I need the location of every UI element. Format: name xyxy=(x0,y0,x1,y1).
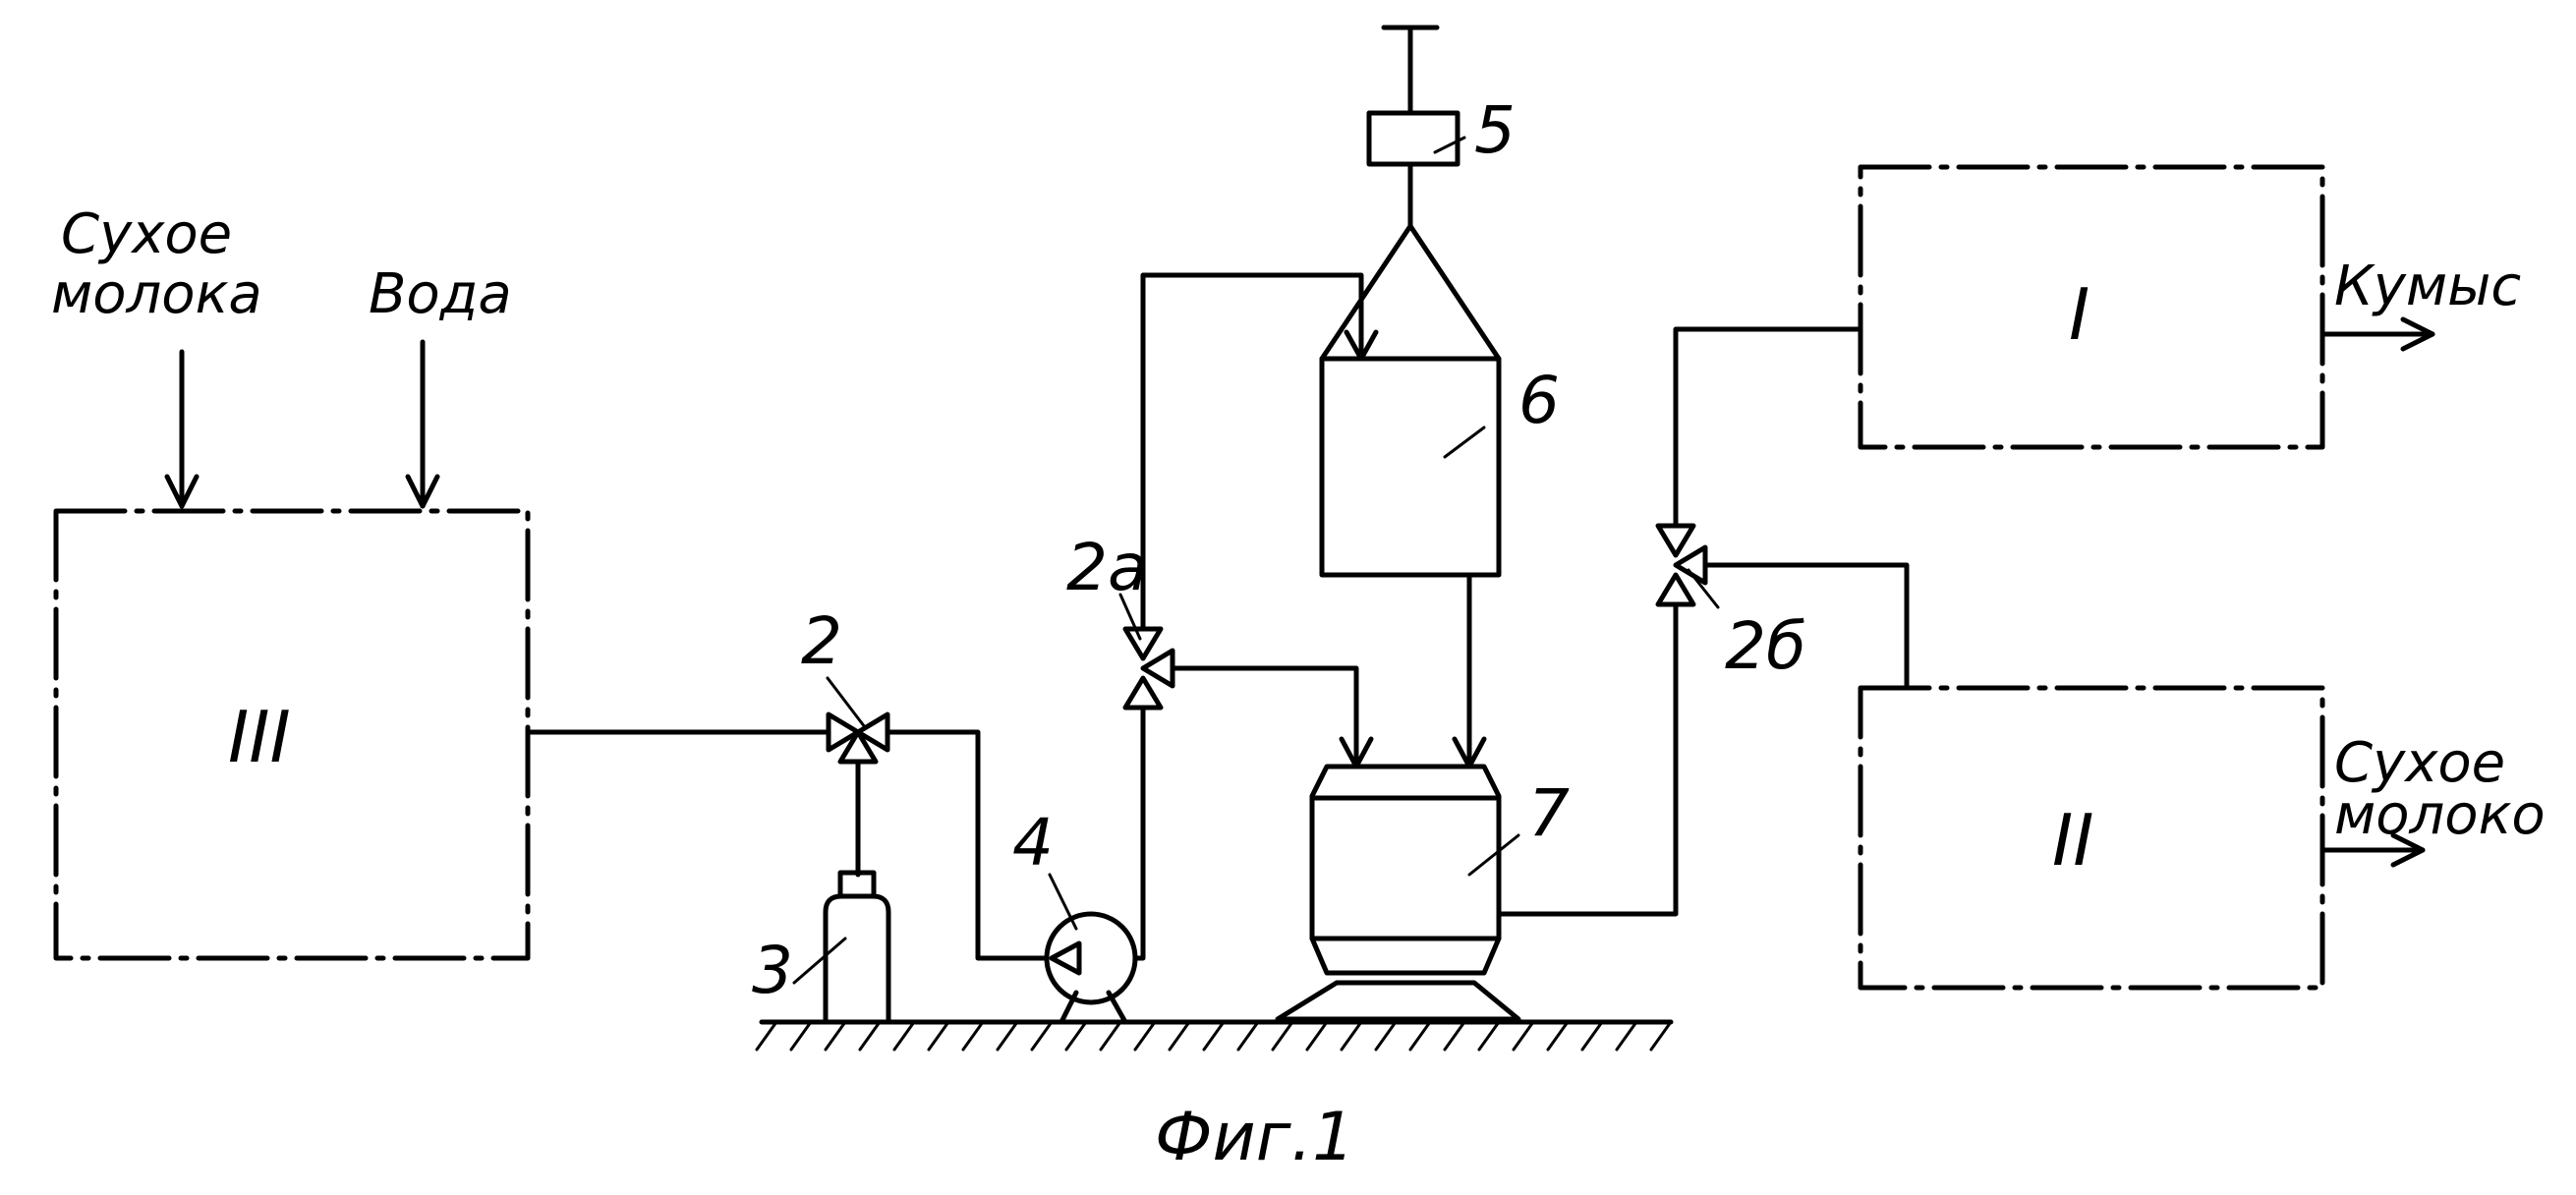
input-label-water: Вода xyxy=(369,262,512,326)
apparatus-7 xyxy=(1278,767,1518,1019)
block-iii-label: III xyxy=(228,696,291,778)
valve-2b xyxy=(1658,526,1705,604)
leader-lines xyxy=(794,138,1718,983)
output-arrow-kumys xyxy=(2322,319,2433,349)
label-apparatus-7: 7 xyxy=(1528,775,1570,851)
unit-5 xyxy=(1369,28,1458,226)
label-cylinder-3: 3 xyxy=(752,933,793,1008)
label-vessel-6: 6 xyxy=(1518,363,1560,438)
label-valve-2b: 2б xyxy=(1725,608,1806,684)
vessel-6 xyxy=(1322,226,1499,575)
input-arrow-water xyxy=(408,342,437,506)
label-valve-2a: 2а xyxy=(1066,530,1147,605)
pump-4 xyxy=(1047,914,1135,1022)
block-i-label: I xyxy=(2069,273,2089,356)
block-iii xyxy=(56,511,528,958)
pipe-2a-to-apparatus-7 xyxy=(1173,668,1356,767)
label-valve-2: 2 xyxy=(801,603,842,679)
valve-2 xyxy=(829,714,887,762)
label-unit-5: 5 xyxy=(1474,92,1516,168)
input-label-dry-milk-line2: молока xyxy=(51,262,262,326)
pipe-pump-up xyxy=(1135,708,1143,958)
block-ii-label: II xyxy=(2052,799,2093,882)
pipe-7-to-valve-2b xyxy=(1499,604,1676,914)
figure-caption: Фиг.1 xyxy=(1155,1099,1354,1176)
input-arrow-dry-milk xyxy=(167,352,197,506)
valve-2a xyxy=(1125,629,1173,708)
pipe-2b-to-block-i xyxy=(1676,329,1860,526)
block-i xyxy=(1860,167,2322,447)
input-label-dry-milk-line1: Сухое xyxy=(61,202,232,266)
output-label-dry-milk-line2: молоко xyxy=(2334,783,2546,847)
label-pump-4: 4 xyxy=(1012,805,1054,881)
output-label-kumys: Кумыс xyxy=(2334,255,2521,318)
ground-line xyxy=(757,1022,1671,1050)
